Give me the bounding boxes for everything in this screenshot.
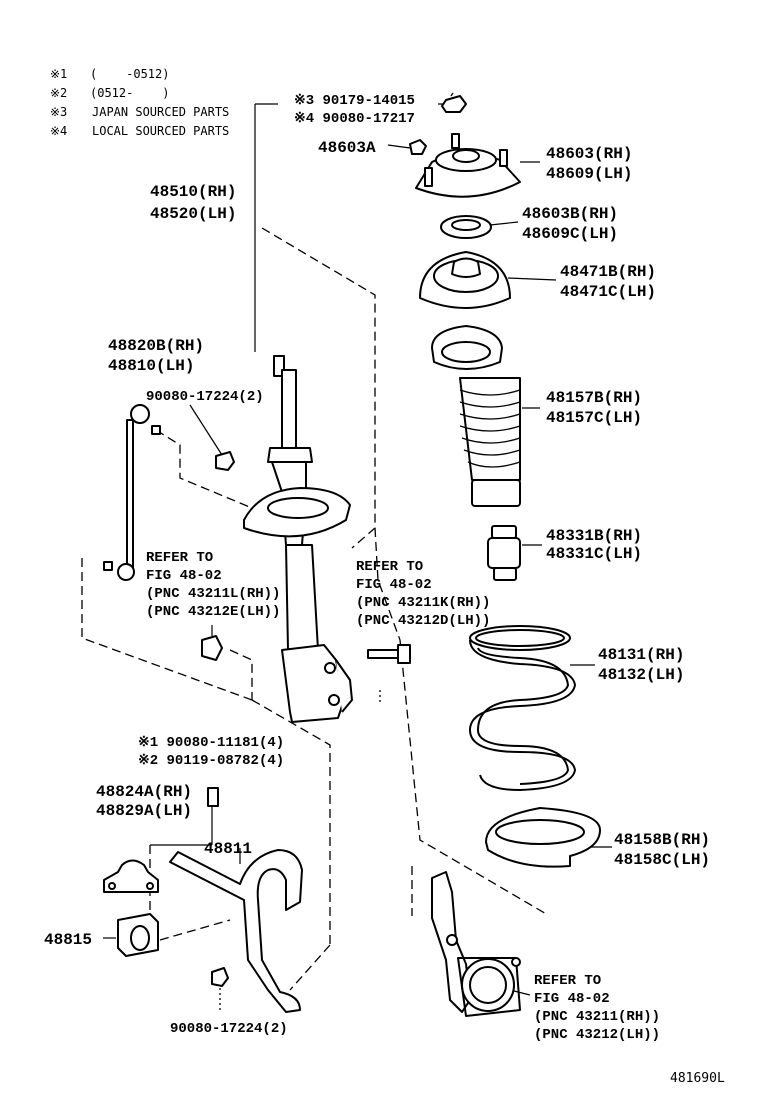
label-nut-bottom: 90080-17224(2) bbox=[170, 1021, 288, 1037]
label-48609c-lh: 48609C(LH) bbox=[522, 225, 618, 243]
label-nut-top-2: ※4 90080-17217 bbox=[294, 111, 415, 127]
label-48157b-rh: 48157B(RH) bbox=[546, 389, 642, 407]
nut-48603a-icon bbox=[409, 139, 427, 155]
refer-1-line-1: REFER TO bbox=[146, 550, 213, 566]
label-48829a-lh: 48829A(LH) bbox=[96, 802, 192, 820]
label-48810-lh: 48810(LH) bbox=[108, 357, 194, 375]
shock-absorber-icon bbox=[243, 355, 353, 723]
label-bolt-1: ※1 90080-11181(4) bbox=[138, 735, 284, 751]
label-nut-top-1: ※3 90179-14015 bbox=[294, 93, 415, 109]
refer-2-line-3: (PNC 43211K(RH)) bbox=[356, 595, 490, 611]
assembly-dashed-lines bbox=[81, 227, 549, 1012]
refer-1-line-4: (PNC 43212E(LH)) bbox=[146, 604, 280, 620]
label-48510-rh: 48510(RH) bbox=[150, 183, 236, 201]
upper-support-icon bbox=[415, 133, 521, 198]
label-48131-rh: 48131(RH) bbox=[598, 646, 684, 664]
refer-note-1: REFER TO FIG 48-02 (PNC 43211L(RH)) (PNC… bbox=[146, 550, 280, 620]
refer-1-line-2: FIG 48-02 bbox=[146, 568, 222, 584]
refer-2-line-2: FIG 48-02 bbox=[356, 577, 432, 593]
label-48471c-lh: 48471C(LH) bbox=[560, 283, 656, 301]
label-48132-lh: 48132(LH) bbox=[598, 666, 684, 684]
legend-mark-3: ※3 bbox=[50, 105, 67, 119]
label-48603-rh: 48603(RH) bbox=[546, 145, 632, 163]
legend-mark-2: ※2 bbox=[50, 86, 67, 100]
refer-note-2: REFER TO FIG 48-02 (PNC 43211K(RH)) (PNC… bbox=[356, 559, 490, 629]
top-nut-icon bbox=[441, 92, 467, 113]
stabilizer-bracket-icon bbox=[103, 787, 219, 893]
label-48158b-rh: 48158B(RH) bbox=[614, 831, 710, 849]
legend-mark-4: ※4 bbox=[50, 124, 67, 138]
refer-3-line-4: (PNC 43212(LH)) bbox=[534, 1027, 660, 1043]
legend-text-2: (0512- ) bbox=[90, 86, 169, 100]
stabilizer-bushing-icon bbox=[117, 913, 159, 957]
stabilizer-bar-icon bbox=[169, 849, 303, 1013]
legend-text-4: LOCAL SOURCED PARTS bbox=[92, 124, 229, 138]
upper-spring-seat-icon bbox=[419, 251, 511, 309]
refer-3-line-2: FIG 48-02 bbox=[534, 991, 610, 1007]
diagram-code: 481690L bbox=[670, 1071, 725, 1086]
steering-knuckle-icon bbox=[431, 871, 521, 1017]
bearing-icon bbox=[440, 215, 492, 239]
stabilizer-link-icon bbox=[103, 404, 161, 581]
label-48609-lh: 48609(LH) bbox=[546, 165, 632, 183]
label-nut-link: 90080-17224(2) bbox=[146, 389, 264, 405]
refer-note-3: REFER TO FIG 48-02 (PNC 43211(RH)) (PNC … bbox=[534, 973, 660, 1043]
refer-2-line-4: (PNC 43212D(LH)) bbox=[356, 613, 490, 629]
refer-3-line-3: (PNC 43211(RH)) bbox=[534, 1009, 660, 1025]
legend-mark-1: ※1 bbox=[50, 67, 67, 81]
label-48158c-lh: 48158C(LH) bbox=[614, 851, 710, 869]
label-48603a: 48603A bbox=[318, 139, 376, 157]
label-48811: 48811 bbox=[204, 840, 252, 858]
label-48471b-rh: 48471B(RH) bbox=[560, 263, 656, 281]
lower-insulator-icon bbox=[485, 807, 601, 868]
coil-spring-icon bbox=[468, 625, 577, 792]
label-48603b-rh: 48603B(RH) bbox=[522, 205, 618, 223]
link-nut-icon bbox=[215, 451, 235, 471]
bushing-mid-icon bbox=[201, 635, 223, 661]
label-48824a-rh: 48824A(RH) bbox=[96, 783, 192, 801]
legend: ※1 ( -0512) ※2 (0512- ) ※3 JAPAN SOURCED… bbox=[50, 67, 229, 138]
label-48820b-rh: 48820B(RH) bbox=[108, 337, 204, 355]
strut-bolt-icon bbox=[367, 644, 411, 664]
label-48157c-lh: 48157C(LH) bbox=[546, 409, 642, 427]
label-48331b-rh: 48331B(RH) bbox=[546, 527, 642, 545]
label-48331c-lh: 48331C(LH) bbox=[546, 545, 642, 563]
bump-stop-icon bbox=[487, 525, 521, 581]
legend-text-3: JAPAN SOURCED PARTS bbox=[92, 105, 229, 119]
refer-3-line-1: REFER TO bbox=[534, 973, 601, 989]
bottom-nut-icon bbox=[211, 967, 229, 987]
dust-boot-icon bbox=[431, 325, 521, 507]
part-labels: ※3 90179-14015 ※4 90080-17217 48603A 486… bbox=[44, 93, 725, 1086]
label-bolt-2: ※2 90119-08782(4) bbox=[138, 753, 284, 769]
refer-1-line-3: (PNC 43211L(RH)) bbox=[146, 586, 280, 602]
label-48520-lh: 48520(LH) bbox=[150, 205, 236, 223]
label-48815: 48815 bbox=[44, 931, 92, 949]
legend-text-1: ( -0512) bbox=[90, 67, 169, 81]
leader-lines bbox=[103, 103, 612, 996]
refer-2-line-1: REFER TO bbox=[356, 559, 423, 575]
